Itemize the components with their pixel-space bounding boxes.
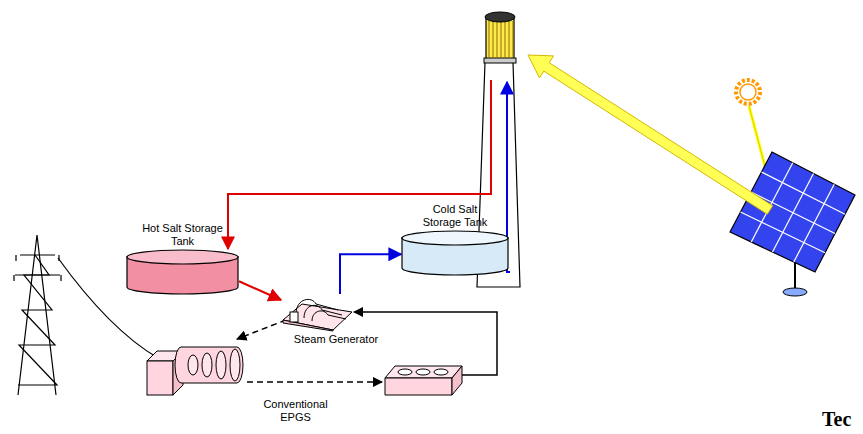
cold-salt-flow xyxy=(340,254,401,294)
transmission-pylon xyxy=(14,235,61,395)
steam-flow xyxy=(237,320,286,339)
hot-salt-flow xyxy=(239,281,281,300)
node-label: Steam Generator xyxy=(290,333,382,346)
hot-salt-tank: Hot Salt Storage Tank xyxy=(125,222,240,295)
receiver xyxy=(484,12,516,63)
node-label: Cold Salt Storage Tank xyxy=(414,203,496,228)
condenser xyxy=(385,366,462,395)
tank-shape xyxy=(125,249,240,295)
exhaust-line xyxy=(247,381,382,383)
node-label: Conventional EPGS xyxy=(248,398,343,423)
sun xyxy=(736,80,760,104)
steam-generator-shape xyxy=(282,290,354,332)
heliostat xyxy=(730,152,855,296)
turbine-generator-shape xyxy=(145,325,245,397)
cold-salt-tank: Cold Salt Storage Tank xyxy=(400,203,510,276)
steam-generator: Steam Generator xyxy=(282,290,384,346)
cut-off-caption: Tec xyxy=(822,408,851,431)
tank-shape xyxy=(400,230,510,276)
reflected-beam xyxy=(528,55,773,214)
node-label: Hot Salt Storage Tank xyxy=(142,222,224,247)
